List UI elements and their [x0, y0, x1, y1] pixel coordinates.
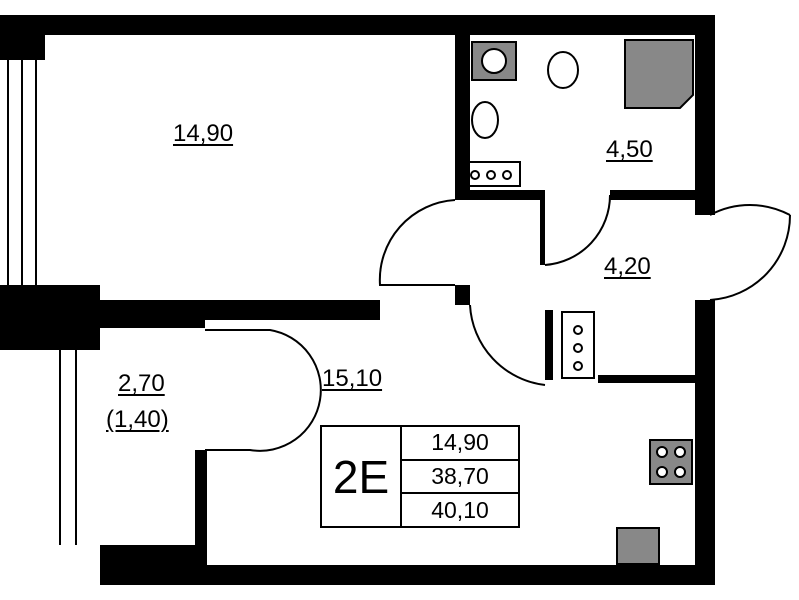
- wall-bath-bottom-left: [460, 190, 540, 200]
- wall-kitchen-top-left: [100, 320, 205, 328]
- door-balcony: [205, 329, 322, 452]
- door-living: [378, 199, 456, 286]
- wall-top: [0, 15, 715, 35]
- door-kitchen: [469, 304, 546, 386]
- wall-right-lower: [695, 300, 715, 585]
- room-area-hallway: 4,20: [604, 253, 651, 280]
- wall-bath-left-stub: [455, 285, 470, 305]
- wall-hall-partition: [540, 190, 545, 265]
- wall-balcony-bottom: [100, 545, 200, 567]
- washbasin-icon: [471, 101, 499, 139]
- room-area-kitchen: 15,10: [322, 365, 383, 392]
- room-area-balcony: 2,70: [118, 370, 165, 397]
- door-bath: [544, 194, 612, 266]
- room-area-balcony-reduced: (1,40): [106, 406, 169, 433]
- wall-right-upper: [695, 15, 715, 215]
- toilet-icon: [547, 51, 579, 89]
- room-area-living: 14,90: [173, 120, 234, 147]
- wall-kitchen-niche: [598, 375, 695, 383]
- wall-bath-bottom-right: [610, 190, 695, 200]
- door-entrance: [709, 204, 792, 301]
- apartment-code: 2E: [322, 427, 402, 526]
- total-area-with-balcony: 40,10: [431, 496, 489, 523]
- living-area: 14,90: [402, 427, 518, 461]
- wall-balcony-right: [195, 450, 207, 570]
- total-area: 38,70: [402, 461, 518, 495]
- room-area-bathroom: 4,50: [606, 136, 653, 163]
- shower-icon: [624, 39, 694, 109]
- wall-bottom: [100, 565, 715, 585]
- wall-left-top: [0, 15, 45, 60]
- wall-duct: [545, 310, 553, 380]
- wall-living-bottom: [45, 300, 380, 320]
- wall-bath-left: [455, 35, 470, 200]
- sink-icon: [616, 527, 660, 565]
- apartment-legend: 2E 14,90 38,70 40,10: [320, 425, 520, 528]
- stove-icon: [649, 439, 693, 485]
